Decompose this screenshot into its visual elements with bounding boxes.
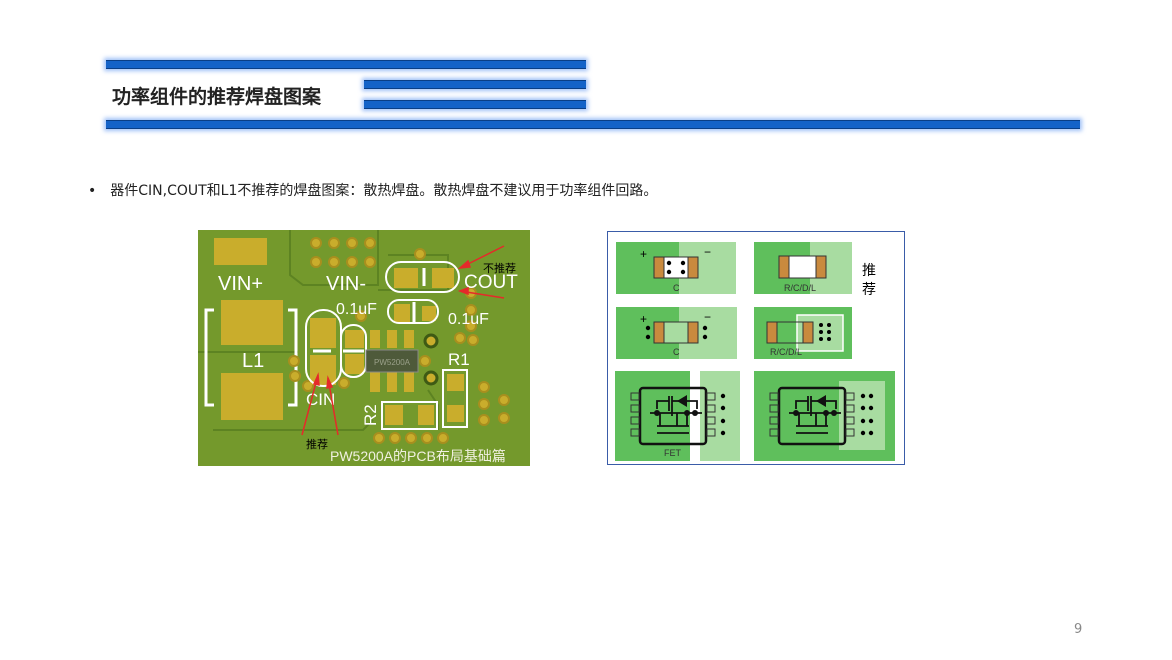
svg-text:0.1uF: 0.1uF (448, 311, 489, 328)
svg-text:不推荐: 不推荐 (483, 261, 516, 275)
pad-example-rcdl-2: R/C/D/L (754, 307, 852, 359)
pad-example-c-1: + − C (616, 242, 736, 294)
svg-text:+: + (640, 312, 647, 326)
header-bar (364, 100, 586, 109)
page-title: 功率组件的推荐焊盘图案 (112, 86, 322, 108)
svg-text:−: − (704, 310, 711, 324)
header-bar (106, 120, 1080, 129)
svg-text:R2: R2 (361, 404, 380, 426)
svg-text:PW5200A的PCB布局基础篇: PW5200A的PCB布局基础篇 (330, 448, 506, 464)
pad-example-fet-2 (754, 371, 895, 461)
svg-text:推荐: 推荐 (306, 437, 328, 451)
svg-text:R1: R1 (448, 350, 470, 369)
svg-text:VIN-: VIN- (326, 273, 366, 295)
svg-text:推: 推 (862, 262, 876, 278)
pad-pattern-image: + − C R/C/D/L 推荐 + − C R/C/D/L FET (607, 231, 905, 465)
pad-example-rcdl-1: R/C/D/L (754, 242, 852, 294)
svg-text:FET: FET (664, 448, 682, 458)
header-bar (106, 60, 586, 69)
pad-example-fet-1: FET (615, 371, 740, 461)
page-number: 9 (1074, 622, 1083, 637)
svg-text:C: C (673, 347, 680, 357)
pcb-layout-image: VIN+ L1 VIN- COUT 不推荐 0.1uF 0.1uF CIN PW… (198, 230, 530, 466)
svg-text:PW5200A: PW5200A (374, 358, 411, 367)
svg-text:+: + (640, 247, 647, 261)
bullet-text: 器件CIN,COUT和L1不推荐的焊盘图案：散热焊盘。散热焊盘不建议用于功率组件… (110, 183, 658, 199)
svg-text:−: − (704, 245, 711, 259)
svg-text:VIN+: VIN+ (218, 273, 263, 295)
bullet-item: •器件CIN,COUT和L1不推荐的焊盘图案：散热焊盘。散热焊盘不建议用于功率组… (88, 183, 658, 199)
svg-text:荐: 荐 (862, 281, 876, 297)
pad-example-c-2: + − C (616, 307, 737, 359)
svg-text:L1: L1 (242, 350, 264, 372)
svg-text:COUT: COUT (464, 272, 518, 293)
svg-text:R/C/D/L: R/C/D/L (784, 283, 816, 293)
svg-text:0.1uF: 0.1uF (336, 301, 377, 318)
svg-text:C: C (673, 283, 680, 293)
svg-text:R/C/D/L: R/C/D/L (770, 347, 802, 357)
header-bar (364, 80, 586, 89)
